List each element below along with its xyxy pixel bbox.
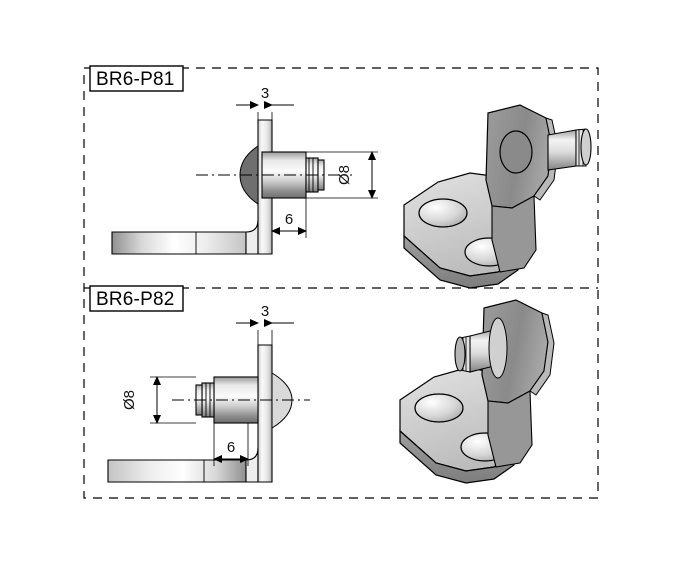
label-box <box>89 285 184 312</box>
p82-iso-pin <box>454 317 508 379</box>
p82-dim-6-text: 6 <box>227 439 235 456</box>
p82-dim-d8: Ø8 <box>121 376 196 424</box>
p82-iso-hole-left-inner <box>414 393 464 423</box>
p82-dim-6: 6 <box>213 423 249 466</box>
p82-iso-pin-collar <box>488 317 508 379</box>
p82-iso-gusset <box>487 390 533 468</box>
p82-dim-3-text: 3 <box>261 303 269 320</box>
p81-base-plate <box>111 231 247 255</box>
p81-iso-pin-body <box>547 129 577 171</box>
p82-dim-3: 3 <box>236 303 294 400</box>
p81-dim-d8-text: Ø8 <box>336 165 353 185</box>
panel-p82-label-text: BR6-P82 <box>96 289 175 310</box>
p81-iso-pin-face <box>580 128 592 166</box>
p81-dim-6: 6 <box>271 198 307 238</box>
frame-border <box>83 67 599 499</box>
p81-dim-d8: Ø8 <box>306 151 378 199</box>
p81-iso-gusset <box>491 195 537 273</box>
p81-2d-view: 3 Ø8 6 <box>111 85 378 255</box>
p81-iso-hole-left-inner <box>418 198 468 228</box>
panel-p82-label: BR6-P82 <box>89 285 184 312</box>
panel-p81-label-text: BR6-P81 <box>96 69 175 90</box>
p81-iso-view <box>403 104 592 289</box>
p82-iso-upright-edge <box>529 312 555 396</box>
p82-2d-view: 3 Ø8 6 <box>107 303 310 483</box>
p81-iso-upright-hole <box>499 130 533 174</box>
p82-dim-d8-text: Ø8 <box>121 390 138 410</box>
panel-p81-label: BR6-P81 <box>89 65 184 92</box>
p81-dim-3-text: 3 <box>261 85 269 102</box>
p81-iso-pin <box>547 128 592 171</box>
p82-base-plate <box>107 459 247 483</box>
p81-dim-6-text: 6 <box>285 211 293 228</box>
p81-dim-3: 3 <box>236 85 294 178</box>
p82-iso-base-edge <box>399 429 515 484</box>
panel-p81: BR6-P81 <box>89 65 592 289</box>
p82-upright-flange <box>257 344 273 483</box>
p81-iso-base-edge <box>403 234 519 289</box>
p82-iso-view <box>399 299 555 484</box>
label-box <box>89 65 184 92</box>
panel-p82: BR6-P82 <box>89 285 555 484</box>
p82-iso-pin-face <box>454 336 466 372</box>
